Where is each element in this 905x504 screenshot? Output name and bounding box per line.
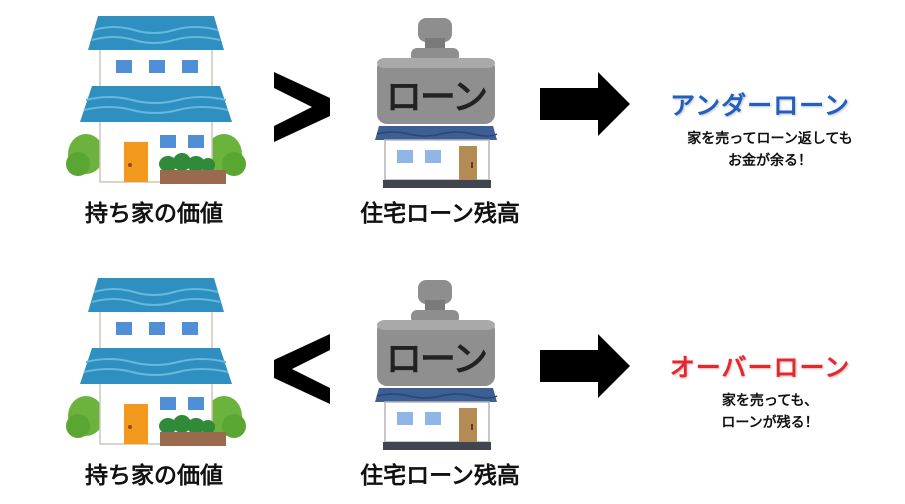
loan-weight-graphic: ローン [363, 4, 511, 194]
greater-than-icon [274, 72, 330, 142]
loan-balance-label: 住宅ローン残高 [360, 463, 520, 489]
description-line: 家を売ってローン返しても [687, 131, 853, 147]
under-loan-description: 家を売ってローン返しても お金が余る！ [650, 128, 890, 172]
loan-sign-text: ローン [385, 77, 488, 118]
house-value-label: 持ち家の価値 [85, 201, 223, 227]
row-under-loan: 持ち家の価値 ローン 住宅ローン残高 アンダーローン 家を売ってローン返しても … [0, 0, 905, 240]
less-than-icon [274, 334, 330, 404]
loan-weight-graphic: ローン [363, 266, 511, 456]
description-line: 家を売っても、 [721, 393, 819, 409]
over-loan-title: オーバーローン [669, 353, 851, 382]
over-loan-description: 家を売っても、 ローンが残る！ [650, 390, 890, 434]
right-arrow-icon [540, 334, 630, 398]
house-icon [65, 15, 247, 185]
row-over-loan: 持ち家の価値 ローン 住宅ローン残高 オーバーローン 家を売っても、 ローンが残… [0, 262, 905, 504]
loan-sign-text: ローン [385, 339, 488, 380]
description-line: お金が余る！ [728, 153, 812, 169]
under-loan-title: アンダーローン [670, 91, 850, 120]
loan-balance-label: 住宅ローン残高 [360, 201, 520, 227]
right-arrow-icon [540, 72, 630, 136]
house-icon [65, 277, 247, 447]
house-value-label: 持ち家の価値 [85, 463, 223, 489]
description-line: ローンが残る！ [721, 415, 819, 431]
